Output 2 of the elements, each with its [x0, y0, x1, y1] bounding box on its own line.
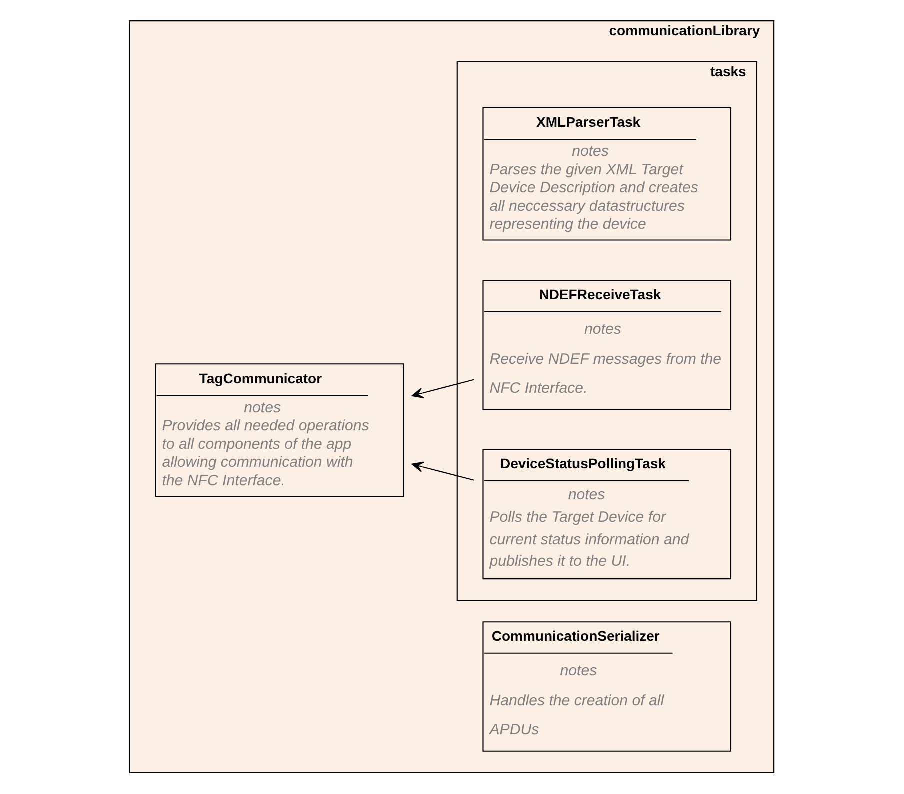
arrow: [412, 462, 474, 481]
arrow: [412, 379, 474, 398]
